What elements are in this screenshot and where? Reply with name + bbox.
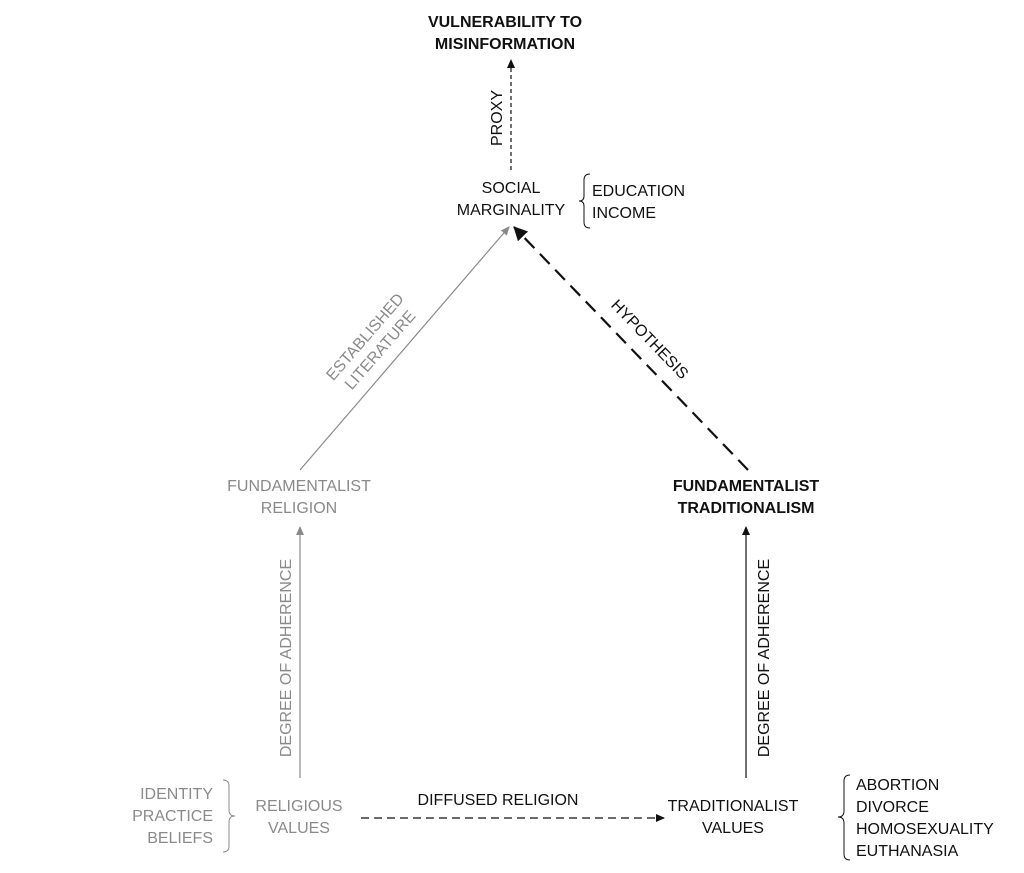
- component-item: DIVORCE: [856, 799, 929, 816]
- node-social-marginality: SOCIAL MARGINALITY: [457, 180, 566, 219]
- node-label-line: MARGINALITY: [457, 202, 566, 219]
- edge-label-diffused-religion: DIFFUSED RELIGION: [418, 792, 579, 809]
- edge-hypothesis-arrow: [513, 226, 749, 471]
- node-fundamentalist-religion: FUNDAMENTALIST RELIGION: [227, 478, 371, 517]
- brace-icon: [222, 779, 236, 853]
- node-religious-values: RELIGIOUS VALUES: [255, 798, 342, 837]
- node-label-line: SOCIAL: [482, 180, 541, 197]
- node-label-line: FUNDAMENTALIST: [673, 478, 820, 495]
- node-fundamentalist-traditionalism: FUNDAMENTALIST TRADITIONALISM: [673, 478, 820, 517]
- node-label-line: TRADITIONALIST: [668, 798, 799, 815]
- edge-label-hypothesis: HYPOTHESIS: [607, 297, 691, 383]
- node-vulnerability-to-misinformation: VULNERABILITY TO MISINFORMATION: [428, 14, 582, 53]
- component-item: EUTHANASIA: [856, 843, 959, 860]
- node-label-line: VULNERABILITY TO: [428, 14, 582, 31]
- component-item: HOMOSEXUALITY: [856, 821, 994, 838]
- component-item: BELIEFS: [147, 830, 213, 847]
- node-label-line: TRADITIONALISM: [678, 500, 815, 517]
- brace-icon: [578, 173, 591, 229]
- node-label-line: RELIGIOUS: [255, 798, 342, 815]
- node-label-line: VALUES: [268, 820, 330, 837]
- edge-established-literature-arrow: [299, 226, 510, 471]
- node-label-line: MISINFORMATION: [435, 36, 575, 53]
- edge-label-proxy: PROXY: [489, 90, 506, 146]
- component-item: INCOME: [592, 205, 656, 222]
- religious-values-components: IDENTITY PRACTICE BELIEFS: [132, 786, 213, 847]
- social-marginality-components: EDUCATION INCOME: [592, 183, 685, 222]
- component-item: IDENTITY: [140, 786, 213, 803]
- node-label-line: VALUES: [702, 820, 764, 837]
- node-label-line: RELIGION: [261, 500, 337, 517]
- component-item: ABORTION: [856, 777, 939, 794]
- node-traditionalist-values: TRADITIONALIST VALUES: [668, 798, 799, 837]
- node-label-line: FUNDAMENTALIST: [227, 478, 371, 495]
- edge-label-adherence-right: DEGREE OF ADHERENCE: [756, 559, 773, 757]
- traditionalist-values-components: ABORTION DIVORCE HOMOSEXUALITY EUTHANASI…: [856, 777, 994, 860]
- component-item: PRACTICE: [132, 808, 213, 825]
- brace-icon: [837, 774, 851, 861]
- edge-label-adherence-left: DEGREE OF ADHERENCE: [278, 559, 295, 757]
- component-item: EDUCATION: [592, 183, 685, 200]
